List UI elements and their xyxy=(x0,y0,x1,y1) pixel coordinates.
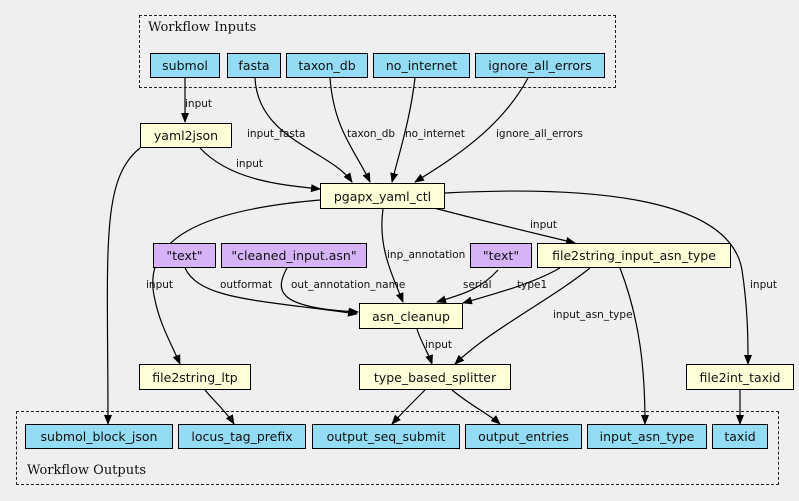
step-node-pgapx-yaml-ctl[interactable]: pgapx_yaml_ctl xyxy=(320,183,445,209)
output-node-submol-block-json[interactable]: submol_block_json xyxy=(25,424,173,449)
edge-f2s-cleanup xyxy=(462,267,561,305)
literal-node-text-2[interactable]: "text" xyxy=(470,243,532,268)
step-node-yaml2json[interactable]: yaml2json xyxy=(140,123,232,148)
edge-pgapx-cleanup xyxy=(381,208,404,303)
edge-label-taxon-db: taxon_db xyxy=(347,128,396,140)
edge-label-pgapx-taxid-input: input xyxy=(750,279,778,291)
output-node-locus-tag-prefix[interactable]: locus_tag_prefix xyxy=(178,424,306,449)
edge-label-type1: type1 xyxy=(517,279,548,291)
edge-yaml2json-pgapx xyxy=(199,147,321,193)
output-node-output-entries[interactable]: output_entries xyxy=(465,424,582,449)
edge-cleaned-cleanup xyxy=(280,267,359,316)
input-node-ignore-all-errors[interactable]: ignore_all_errors xyxy=(475,53,605,78)
input-node-no-internet[interactable]: no_internet xyxy=(373,53,470,78)
workflow-outputs-label: Workflow Outputs xyxy=(27,463,146,478)
edge-label-input-fasta: input_fasta xyxy=(247,128,306,140)
edge-label-submol-input: input xyxy=(185,98,213,110)
edge-label-pgapx-ltp-input: input xyxy=(146,279,174,291)
edge-yaml2json-submol-block xyxy=(103,147,141,425)
edge-pgapx-ltp xyxy=(152,199,321,365)
edge-label-cleanup-input: input xyxy=(425,339,453,351)
edge-splitter-entries xyxy=(451,389,501,425)
edge-f2s-input-asn-type xyxy=(619,267,649,425)
edge-text2-cleanup xyxy=(436,269,499,304)
workflow-outputs-cluster xyxy=(16,411,779,485)
edge-label-ignore-all-errors: ignore_all_errors xyxy=(496,128,583,140)
literal-node-cleaned-input-asn[interactable]: "cleaned_input.asn" xyxy=(221,243,367,268)
edge-pgapx-taxid xyxy=(444,190,752,365)
edge-cleanup-splitter xyxy=(416,328,433,365)
output-node-input-asn-type[interactable]: input_asn_type xyxy=(587,424,707,449)
step-node-asn-cleanup[interactable]: asn_cleanup xyxy=(359,303,463,329)
input-node-fasta[interactable]: fasta xyxy=(227,53,281,78)
edge-label-inp-annotation: inp_annotation xyxy=(387,249,466,261)
step-node-file2string-ltp[interactable]: file2string_ltp xyxy=(139,364,251,390)
edge-label-pgapx-f2s-input: input xyxy=(530,219,558,231)
input-node-submol[interactable]: submol xyxy=(150,53,220,78)
step-node-file2string-input-asn-type[interactable]: file2string_input_asn_type xyxy=(537,243,731,268)
edge-text1-cleanup xyxy=(184,267,358,317)
workflow-inputs-label: Workflow Inputs xyxy=(148,20,257,35)
output-node-output-seq-submit[interactable]: output_seq_submit xyxy=(312,424,460,449)
output-node-taxid[interactable]: taxid xyxy=(712,424,768,449)
edge-label-input-asn-type: input_asn_type xyxy=(553,309,633,321)
workflow-inputs-cluster xyxy=(139,15,616,88)
input-node-taxon-db[interactable]: taxon_db xyxy=(286,53,368,78)
edge-pgapx-f2s xyxy=(429,206,576,245)
edge-ltp-locus-tag xyxy=(204,389,235,425)
step-node-file2int-taxid[interactable]: file2int_taxid xyxy=(686,364,794,390)
edge-splitter-seq-submit xyxy=(391,389,426,425)
edge-label-outformat: outformat xyxy=(220,279,273,291)
edge-no-internet-pgapx xyxy=(390,77,416,183)
edge-f2s-splitter xyxy=(454,267,591,365)
literal-node-text-1[interactable]: "text" xyxy=(153,243,216,268)
edge-taxon-db-pgapx xyxy=(329,77,371,183)
edge-fasta-pgapx xyxy=(254,77,353,183)
edge-label-yaml2json-input: input xyxy=(236,158,264,170)
edge-label-out-annotation-name: out_annotation_name xyxy=(291,279,406,291)
edge-ignore-errors-pgapx xyxy=(414,77,529,183)
edge-label-serial: serial xyxy=(463,279,492,291)
edge-label-no-internet: no_internet xyxy=(405,128,465,140)
step-node-type-based-splitter[interactable]: type_based_splitter xyxy=(359,364,511,390)
